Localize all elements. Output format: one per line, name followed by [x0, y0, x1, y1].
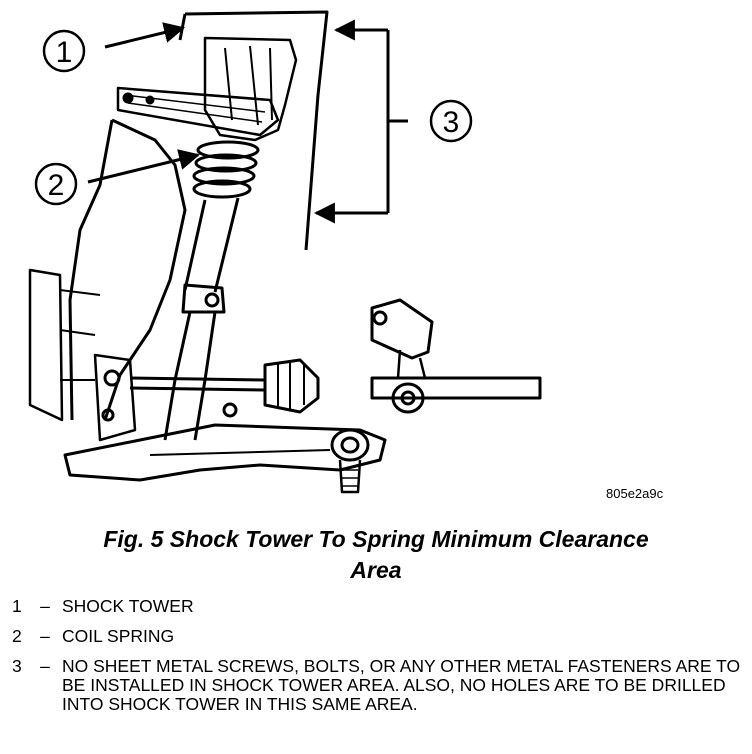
clearance-area-bracket — [313, 19, 408, 224]
lower-control-arm — [63, 402, 387, 494]
legend-item: 1 – SHOCK TOWER — [12, 597, 742, 616]
legend-text: SHOCK TOWER — [62, 596, 194, 616]
caption-line-2: Area — [350, 557, 402, 583]
callout-2-label: 2 — [48, 169, 65, 202]
caption-line-1: Fig. 5 Shock Tower To Spring Minimum Cle… — [103, 526, 649, 552]
suspension-diagram: 1 2 3 805e2a9c — [28, 10, 664, 501]
legend-text: NO SHEET METAL SCREWS, BOLTS, OR ANY OTH… — [62, 656, 741, 714]
coil-spring — [183, 140, 260, 293]
legend-dash: – — [40, 656, 50, 676]
strut-body — [163, 283, 226, 441]
legend-item: 3 – NO SHEET METAL SCREWS, BOLTS, OR ANY… — [12, 657, 742, 714]
drive-shaft — [129, 358, 320, 414]
legend-text: COIL SPRING — [62, 626, 175, 646]
legend-dash: – — [40, 596, 50, 616]
callout-2: 2 — [34, 162, 78, 206]
callout-arrows — [87, 22, 201, 184]
callout-1-label: 1 — [56, 36, 73, 69]
legend: 1 – SHOCK TOWER 2 – COIL SPRING 3 – NO S… — [12, 597, 742, 714]
callout-3-label: 3 — [443, 106, 460, 139]
callout-1: 1 — [42, 29, 86, 73]
frame-and-knuckle — [28, 118, 187, 442]
legend-number: 2 — [12, 626, 22, 646]
legend-item: 2 – COIL SPRING — [12, 627, 742, 646]
legend-number: 3 — [12, 656, 22, 676]
callout-3: 3 — [429, 99, 473, 143]
legend-dash: – — [40, 626, 50, 646]
tie-rod-part — [370, 298, 542, 414]
figure-caption: Fig. 5 Shock Tower To Spring Minimum Cle… — [12, 524, 740, 586]
figure-code: 805e2a9c — [606, 486, 664, 501]
shock-tower — [116, 10, 329, 251]
legend-number: 1 — [12, 596, 22, 616]
